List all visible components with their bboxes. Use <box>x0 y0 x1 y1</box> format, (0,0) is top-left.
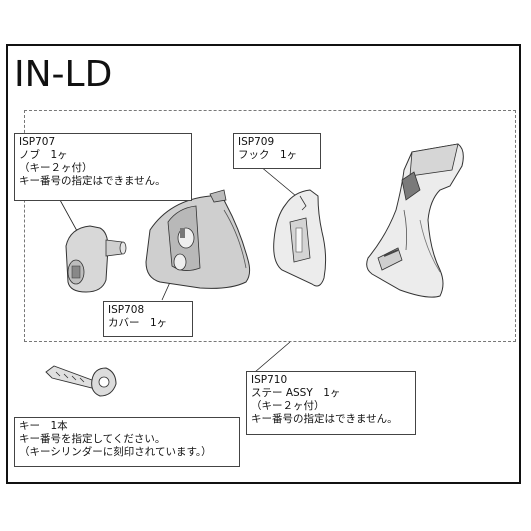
isp710-code: ISP710 <box>251 374 288 386</box>
isp707-includes: （キー２ヶ付） <box>19 162 93 174</box>
key-instruction: キー番号を指定してください。 <box>19 433 166 445</box>
model-title: IN-LD <box>14 54 113 95</box>
isp707-name-qty: ノブ 1ヶ <box>19 149 68 161</box>
key-name-qty: キー 1本 <box>19 420 68 432</box>
key-note: （キーシリンダーに刻印されています。） <box>19 446 212 458</box>
isp710-note: キー番号の指定はできません。 <box>251 413 398 425</box>
isp707-note: キー番号の指定はできません。 <box>19 175 166 187</box>
isp710-label-box: ISP710 ステー ASSY 1ヶ （キー２ヶ付） キー番号の指定はできません… <box>246 371 416 435</box>
isp709-name-qty: フック 1ヶ <box>238 149 298 161</box>
isp710-includes: （キー２ヶ付） <box>251 400 325 412</box>
outer-frame <box>6 44 521 484</box>
cover-part-image <box>145 189 251 289</box>
isp709-label-box: ISP709 フック 1ヶ <box>233 133 321 169</box>
leader-isp710 <box>254 341 291 373</box>
isp709-code: ISP709 <box>238 136 275 148</box>
key-image <box>45 365 117 397</box>
parts-area-dashed-box <box>24 110 516 342</box>
leader-isp709 <box>259 165 297 197</box>
hook-part-image <box>273 189 327 287</box>
stay-assy-part-image <box>366 143 464 298</box>
isp708-code: ISP708 <box>108 304 145 316</box>
isp707-label-box: ISP707 ノブ 1ヶ （キー２ヶ付） キー番号の指定はできません。 <box>14 133 192 201</box>
isp707-code: ISP707 <box>19 136 56 148</box>
knob-part-image <box>65 225 127 293</box>
key-label-box: キー 1本 キー番号を指定してください。 （キーシリンダーに刻印されています。） <box>14 417 240 467</box>
isp710-name-qty: ステー ASSY 1ヶ <box>251 387 341 399</box>
isp708-name-qty: カバー 1ヶ <box>108 317 168 329</box>
isp708-label-box: ISP708 カバー 1ヶ <box>103 301 193 337</box>
